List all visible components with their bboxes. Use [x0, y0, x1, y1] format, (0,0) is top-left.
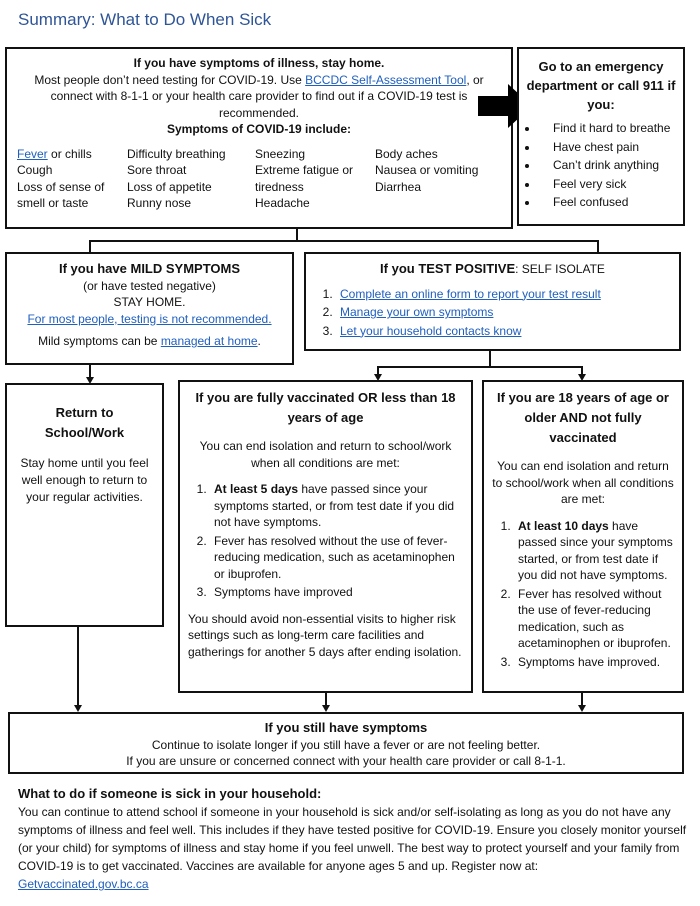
- emergency-item: Can’t drink anything: [539, 157, 677, 174]
- symptom: Nausea or vomiting: [375, 163, 479, 177]
- connector-line: [89, 240, 91, 253]
- connector-line: [89, 240, 599, 242]
- symptom: Diarrhea: [375, 179, 422, 194]
- mild-text: Mild symptoms can be: [38, 334, 161, 348]
- testing-text-a: Most people don’t need testing for COVID…: [34, 72, 306, 87]
- emergency-item: Find it hard to breathe: [539, 120, 677, 137]
- still-heading: If you still have symptoms: [264, 720, 428, 735]
- household-section: What to do if someone is sick in your ho…: [18, 785, 688, 893]
- symptom: Extreme fatigue or tiredness: [255, 163, 354, 194]
- emergency-heading: Go to an emergency department or call 91…: [526, 59, 676, 112]
- fever-link[interactable]: Fever: [17, 146, 48, 161]
- symptom: Body aches: [375, 146, 438, 161]
- symptoms-box: If you have symptoms of illness, stay ho…: [5, 47, 513, 229]
- arrow-down-icon: [374, 374, 382, 381]
- manage-symptoms-link[interactable]: Manage your own symptoms: [340, 305, 494, 319]
- vaccinated-heading: If you are fully vaccinated OR less than…: [195, 390, 456, 425]
- vaccinated-box: If you are fully vaccinated OR less than…: [178, 380, 473, 693]
- condition-text: have passed since your symptoms started,…: [214, 482, 455, 529]
- connector-line: [597, 240, 599, 253]
- arrow-down-icon: [578, 374, 586, 381]
- condition-item: Symptoms have improved: [210, 584, 463, 601]
- connector-line: [581, 692, 583, 706]
- positive-heading: If you TEST POSITIVE: [380, 261, 516, 276]
- still-line: Continue to isolate longer if you still …: [151, 737, 541, 752]
- connector-line: [325, 692, 327, 706]
- symptom: Headache: [255, 196, 310, 210]
- symptom: Sneezing: [255, 146, 306, 161]
- managed-at-home-link[interactable]: managed at home: [160, 334, 258, 348]
- test-positive-box: If you TEST POSITIVE: SELF ISOLATE Compl…: [304, 252, 681, 351]
- connector-line: [377, 366, 379, 375]
- symptom: Sore throat: [127, 163, 187, 177]
- condition-item: Symptoms have improved.: [514, 654, 674, 671]
- symptom: Loss of sense of smell or taste: [17, 179, 105, 211]
- symptom: Loss of appetite: [127, 179, 212, 194]
- emergency-item: Feel confused: [539, 194, 677, 211]
- connector-line: [296, 228, 298, 241]
- report-result-link[interactable]: Complete an online form to report your t…: [340, 286, 601, 301]
- symptom: Runny nose: [127, 196, 192, 210]
- mild-heading: If you have MILD SYMPTOMS: [58, 261, 241, 276]
- connector-line: [489, 350, 491, 367]
- mild-end: .: [257, 334, 261, 348]
- arrow-down-icon: [74, 705, 82, 712]
- adult-heading: If you are 18 years of age or older AND …: [497, 390, 669, 445]
- testing-text-b: , or connect with 8-1-1 or your health c…: [50, 72, 484, 120]
- unvaccinated-adult-box: If you are 18 years of age or older AND …: [482, 380, 684, 693]
- adult-intro: You can end isolation and return to scho…: [492, 459, 674, 506]
- testing-text: Most people don’t need testing for COVID…: [17, 72, 501, 122]
- household-heading: What to do if someone is sick in your ho…: [18, 786, 322, 801]
- arrow-down-icon: [578, 705, 586, 712]
- household-text: You can continue to attend school if som…: [18, 805, 687, 873]
- household-contacts-link[interactable]: Let your household contacts know: [340, 323, 522, 338]
- emergency-item: Feel very sick: [539, 176, 677, 193]
- return-text: Stay home until you feel well enough to …: [20, 456, 149, 504]
- vaccinated-note: You should avoid non-essential visits to…: [188, 611, 462, 659]
- emergency-box: Go to an emergency department or call 91…: [517, 47, 685, 226]
- getvaccinated-link[interactable]: Getvaccinated.gov.bc.ca: [18, 877, 149, 891]
- condition-item: Fever has resolved without the use of fe…: [210, 533, 463, 583]
- condition-bold: At least 5 days: [214, 482, 299, 496]
- condition-text: have passed since your symptoms started,…: [518, 518, 673, 583]
- connector-line: [581, 366, 583, 375]
- still-line: If you are unsure or concerned connect w…: [126, 754, 566, 768]
- connector-line: [89, 364, 91, 378]
- self-assessment-link[interactable]: BCCDC Self-Assessment Tool: [305, 72, 467, 87]
- positive-heading-rest: : SELF ISOLATE: [515, 262, 605, 276]
- connector-line: [77, 626, 79, 706]
- return-heading: Return to School/Work: [44, 405, 125, 440]
- testing-not-recommended-link[interactable]: For most people, testing is not recommen…: [27, 311, 272, 326]
- symptom: or chills: [47, 146, 92, 161]
- mild-line: (or have tested negative): [83, 278, 216, 293]
- symptom: Cough: [17, 163, 53, 177]
- return-box: Return to School/Work Stay home until yo…: [5, 383, 164, 627]
- condition-bold: At least 10 days: [518, 518, 609, 533]
- arrow-down-icon: [86, 377, 94, 384]
- connector-line: [377, 366, 583, 368]
- symptoms-box-heading: If you have symptoms of illness, stay ho…: [133, 56, 385, 70]
- arrow-down-icon: [322, 705, 330, 712]
- mild-symptoms-box: If you have MILD SYMPTOMS (or have teste…: [5, 252, 294, 365]
- still-symptoms-box: If you still have symptoms Continue to i…: [8, 712, 684, 774]
- symptom: Difficulty breathing: [127, 146, 226, 161]
- emergency-item: Have chest pain: [539, 139, 677, 156]
- condition-item: Fever has resolved without the use of fe…: [514, 586, 674, 652]
- page-title: Summary: What to Do When Sick: [18, 10, 272, 29]
- symptoms-heading: Symptoms of COVID-19 include:: [166, 122, 352, 136]
- vaccinated-intro: You can end isolation and return to scho…: [199, 439, 452, 470]
- mild-line: STAY HOME.: [113, 295, 186, 309]
- condition-item: At least 10 days have passed since your …: [514, 518, 674, 584]
- condition-item: At least 5 days have passed since your s…: [210, 481, 463, 531]
- mild-managed-text: Mild symptoms can be managed at home.: [13, 333, 286, 350]
